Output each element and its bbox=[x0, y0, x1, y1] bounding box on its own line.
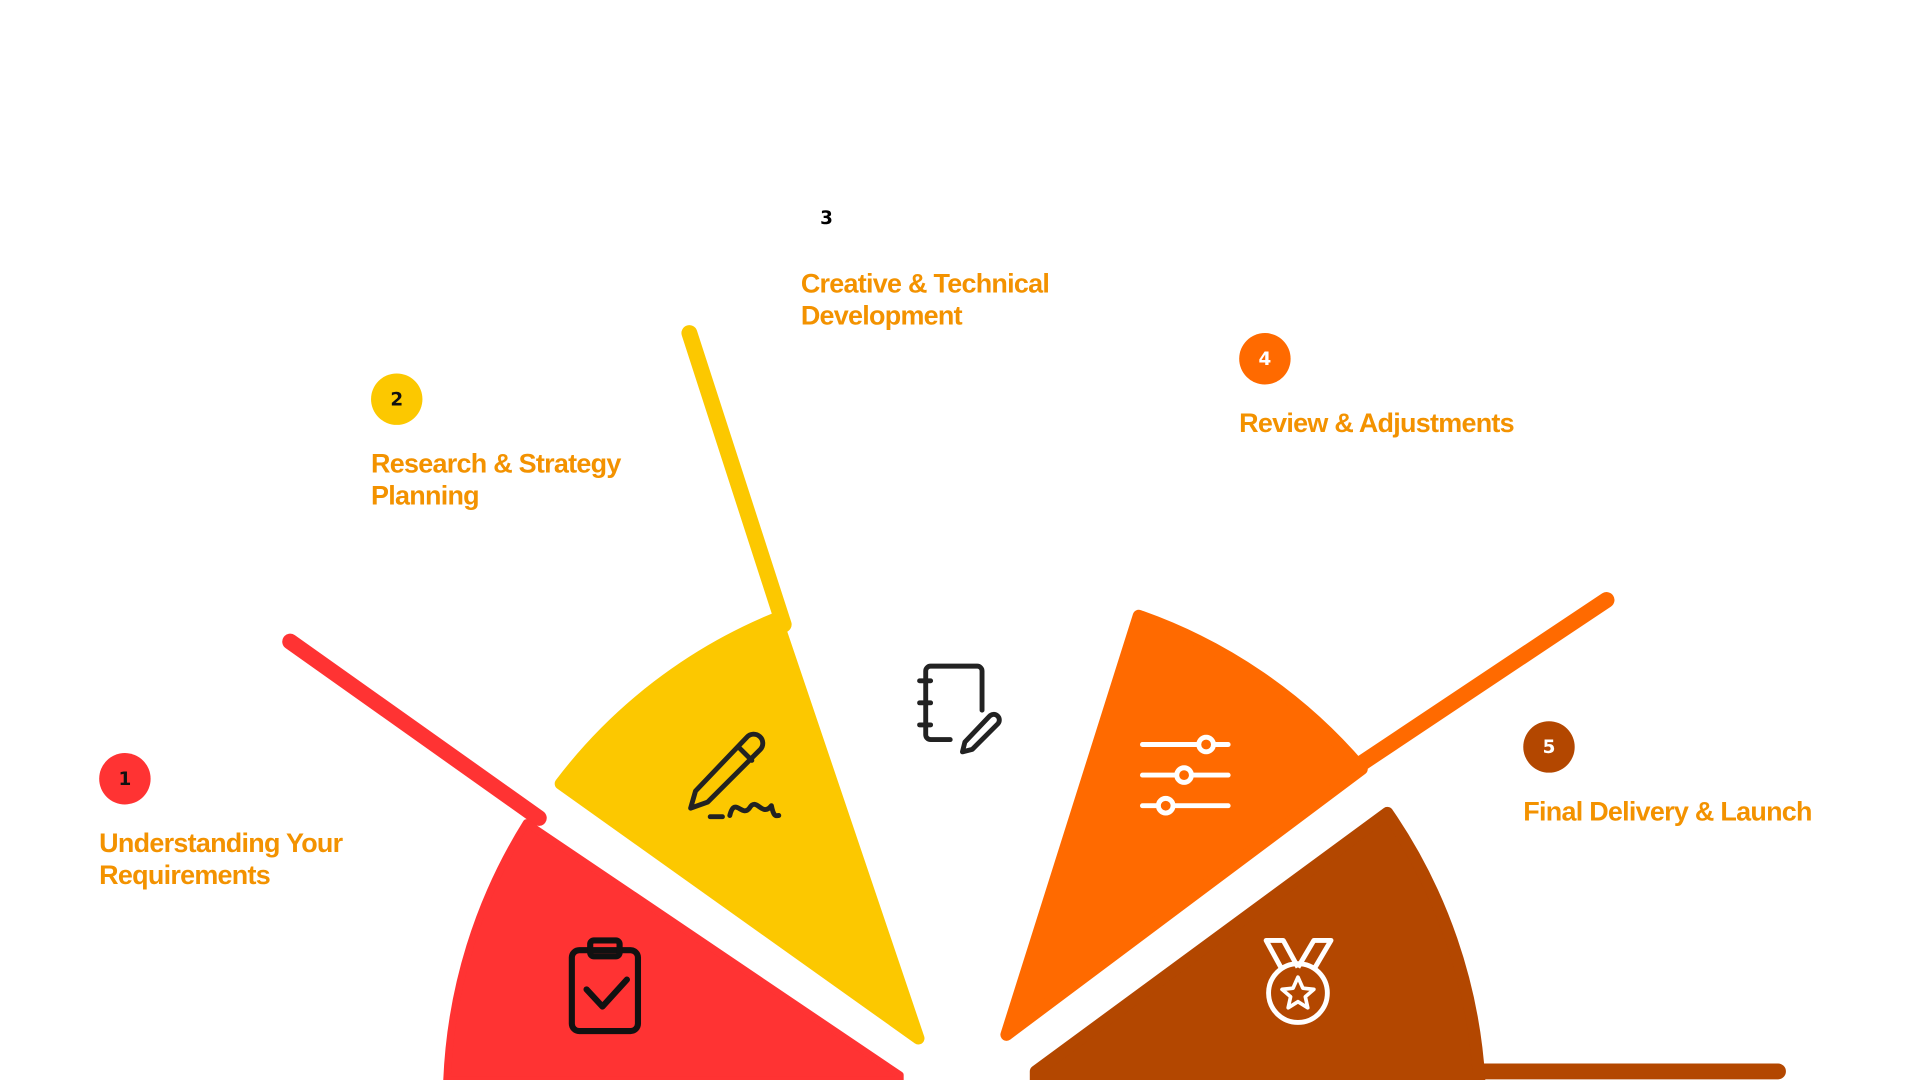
step-2-ray bbox=[681, 325, 792, 633]
clipboard-check-icon bbox=[568, 937, 642, 1035]
step-5-title: Final Delivery & Launch bbox=[1523, 795, 1812, 827]
step-5-wedge bbox=[1029, 806, 1486, 1080]
step-1-badge: 1 bbox=[99, 753, 151, 805]
step-4-badge: 4 bbox=[1239, 333, 1291, 385]
step-4-wedge bbox=[1000, 609, 1368, 1041]
step-1-wedge bbox=[443, 819, 904, 1080]
step-3-title: Creative & Technical Development bbox=[800, 268, 1050, 331]
step-1-title: Understanding Your Requirements bbox=[99, 827, 343, 891]
medal-icon bbox=[1263, 937, 1334, 1025]
step-1-ray bbox=[282, 633, 547, 826]
notebook-edit-icon bbox=[917, 663, 1002, 755]
sliders-icon bbox=[1140, 734, 1231, 816]
step-2-title: Research & Strategy Planning bbox=[371, 448, 621, 511]
step-3-badge: 3 bbox=[800, 192, 853, 244]
step-4-ray bbox=[1345, 592, 1615, 777]
step-4-title: Review & Adjustments bbox=[1239, 407, 1514, 439]
step-2-badge: 2 bbox=[371, 373, 423, 425]
step-5-badge: 5 bbox=[1523, 721, 1575, 773]
pencil-signature-icon bbox=[688, 731, 782, 820]
step-2-wedge bbox=[554, 612, 925, 1045]
